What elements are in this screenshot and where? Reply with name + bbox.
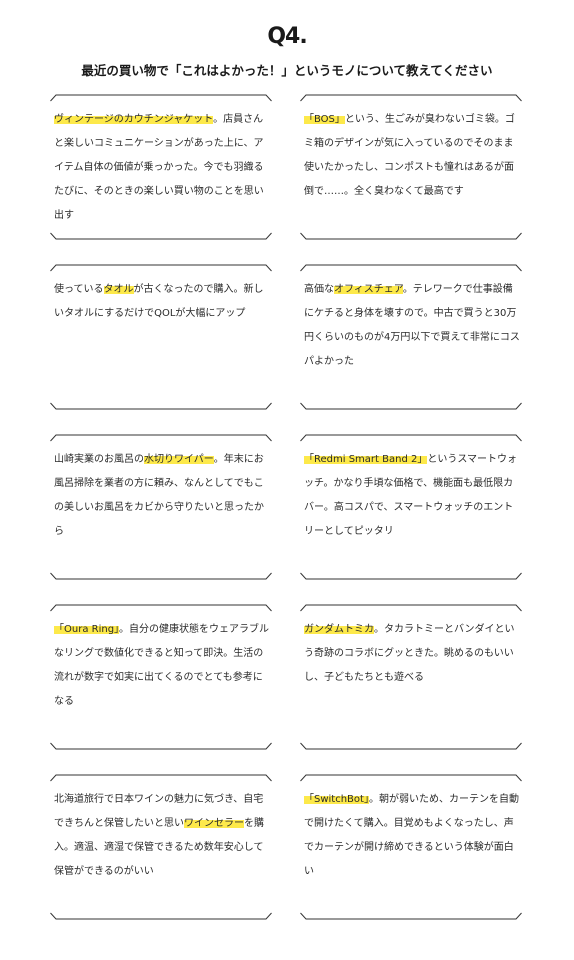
answer-lead-text: 高価な (304, 284, 334, 295)
frame-top-line (300, 774, 522, 782)
frame-bottom-line (300, 912, 522, 920)
highlighted-item: 水切りワイパー (144, 454, 214, 465)
answer-body-text: 。年末にお風呂掃除を業者の方に頼み、なんとしてでもこの美しいお風呂をカビから守り… (54, 454, 264, 537)
highlighted-item: 「Oura Ring」 (54, 624, 120, 635)
answer-lead-text: 北海道旅行で日本ワインの魅力に気づき、自宅できちんと保管したいと思い (54, 794, 264, 829)
answer-text: 高価なオフィスチェア。テレワークで仕事設備にケチると身体を壊すので。中古で買うと… (304, 278, 520, 374)
question-title: 最近の買い物で「これはよかった！」というモノについて教えてください (81, 63, 493, 78)
answer-text: 「Oura Ring」。自分の健康状態をウェアラブルなリングで数値化できると知っ… (54, 618, 270, 714)
answer-body-text: が古くなったので購入。新しいタオルにするだけでQOLが大幅にアップ (54, 284, 264, 319)
frame-bottom-line (300, 742, 522, 750)
frame-top-line (300, 604, 522, 612)
frame-top-line (300, 434, 522, 442)
card-frame (300, 774, 522, 920)
answer-body-text: 。自分の健康状態をウェアラブルなリングで数値化できると知って即決。生活の流れが数… (54, 624, 270, 707)
frame-bottom-line (50, 402, 272, 410)
frame-top-line (50, 434, 272, 442)
answer-card: 高価なオフィスチェア。テレワークで仕事設備にケチると身体を壊すので。中古で買うと… (300, 264, 522, 410)
highlighted-item: 「BOS」 (304, 114, 345, 125)
card-frame (50, 264, 272, 410)
answer-text: 「Redmi Smart Band 2」というスマートウォッチ。かなり手頃な価格… (304, 448, 520, 544)
answer-text: 山崎実業のお風呂の水切りワイパー。年末にお風呂掃除を業者の方に頼み、なんとしてで… (54, 448, 270, 544)
answer-text: 使っているタオルが古くなったので購入。新しいタオルにするだけでQOLが大幅にアッ… (54, 278, 270, 326)
frame-top-line (300, 94, 522, 102)
answer-card: 使っているタオルが古くなったので購入。新しいタオルにするだけでQOLが大幅にアッ… (50, 264, 272, 410)
card-frame (300, 264, 522, 410)
card-frame (50, 94, 272, 240)
answer-body-text: 。朝が弱いため、カーテンを自動で開けたくて購入。目覚めもよくなったし、声でカーテ… (304, 794, 519, 877)
frame-top-line (50, 604, 272, 612)
highlighted-item: 「SwitchBot」 (304, 794, 369, 805)
answer-body-text: という、生ごみが臭わないゴミ袋。ゴミ箱のデザインが気に入っているのでそのまま使い… (304, 114, 515, 197)
answer-card: ガンダムトミカ。タカラトミーとバンダイという奇跡のコラボにグッときた。眺めるのも… (300, 604, 522, 750)
frame-bottom-line (50, 232, 272, 240)
answer-body-text: 。テレワークで仕事設備にケチると身体を壊すので。中古で買うと30万円くらいのもの… (304, 284, 520, 367)
highlighted-item: オフィスチェア (334, 284, 403, 295)
answer-body-text: を購入。適温、適湿で保管できるため数年安心して保管ができるのがいい (54, 818, 264, 877)
frame-bottom-line (300, 402, 522, 410)
answer-card: 山崎実業のお風呂の水切りワイパー。年末にお風呂掃除を業者の方に頼み、なんとしてで… (50, 434, 272, 580)
answer-card: 「Oura Ring」。自分の健康状態をウェアラブルなリングで数値化できると知っ… (50, 604, 272, 750)
highlighted-item: タオル (103, 284, 134, 295)
answer-text: 「BOS」という、生ごみが臭わないゴミ袋。ゴミ箱のデザインが気に入っているのでそ… (304, 108, 520, 204)
answer-text: 「SwitchBot」。朝が弱いため、カーテンを自動で開けたくて購入。目覚めもよ… (304, 788, 520, 884)
answer-card: 北海道旅行で日本ワインの魅力に気づき、自宅できちんと保管したいと思いワインセラー… (50, 774, 272, 920)
frame-top-line (300, 264, 522, 272)
highlighted-item: 「Redmi Smart Band 2」 (304, 454, 428, 465)
card-frame (300, 94, 522, 240)
frame-top-line (50, 264, 272, 272)
card-frame (300, 604, 522, 750)
card-frame (50, 434, 272, 580)
answer-card: 「Redmi Smart Band 2」というスマートウォッチ。かなり手頃な価格… (300, 434, 522, 580)
answer-text: ヴィンテージのカウチンジャケット。店員さんと楽しいコミュニケーションがあった上に… (54, 108, 270, 228)
answer-lead-text: 使っている (54, 284, 104, 295)
answer-body-text: 。タカラトミーとバンダイという奇跡のコラボにグッときた。眺めるのもいいし、子ども… (304, 624, 515, 683)
card-frame (50, 604, 272, 750)
answer-text: ガンダムトミカ。タカラトミーとバンダイという奇跡のコラボにグッときた。眺めるのも… (304, 618, 520, 690)
card-frame (50, 774, 272, 920)
answer-lead-text: 山崎実業のお風呂の (54, 454, 144, 465)
frame-bottom-line (50, 912, 272, 920)
frame-bottom-line (50, 572, 272, 580)
frame-bottom-line (50, 742, 272, 750)
highlighted-item: ワインセラー (184, 818, 244, 829)
answer-card: ヴィンテージのカウチンジャケット。店員さんと楽しいコミュニケーションがあった上に… (50, 94, 272, 240)
card-frame (300, 434, 522, 580)
answer-card: 「BOS」という、生ごみが臭わないゴミ袋。ゴミ箱のデザインが気に入っているのでそ… (300, 94, 522, 240)
highlighted-item: ヴィンテージのカウチンジャケット (54, 114, 214, 125)
frame-bottom-line (300, 572, 522, 580)
frame-top-line (50, 774, 272, 782)
frame-top-line (50, 94, 272, 102)
answer-text: 北海道旅行で日本ワインの魅力に気づき、自宅できちんと保管したいと思いワインセラー… (54, 788, 270, 884)
question-number: Q4. (267, 24, 307, 49)
answer-body-text: というスマートウォッチ。かなり手頃な価格で、機能面も最低限カバー。高コスパで、ス… (304, 454, 518, 537)
answer-body-text: 。店員さんと楽しいコミュニケーションがあった上に、アイテム自体の価値が乗っかった… (54, 114, 264, 221)
answer-card: 「SwitchBot」。朝が弱いため、カーテンを自動で開けたくて購入。目覚めもよ… (300, 774, 522, 920)
frame-bottom-line (300, 232, 522, 240)
highlighted-item: ガンダムトミカ (304, 624, 374, 635)
